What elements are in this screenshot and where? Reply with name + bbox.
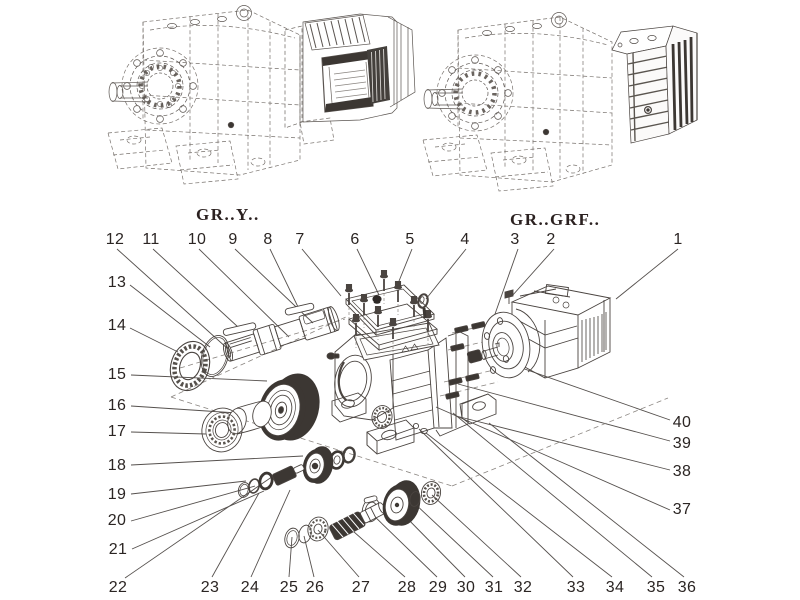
svg-text:1: 1: [673, 231, 682, 248]
svg-text:33: 33: [567, 579, 585, 596]
svg-text:25: 25: [280, 579, 298, 596]
svg-text:22: 22: [109, 579, 127, 596]
svg-text:39: 39: [673, 435, 691, 452]
svg-text:6: 6: [350, 231, 359, 248]
svg-text:3: 3: [510, 231, 519, 248]
svg-text:12: 12: [106, 231, 124, 248]
svg-text:27: 27: [352, 579, 370, 596]
svg-text:19: 19: [108, 486, 126, 503]
svg-text:14: 14: [108, 317, 126, 334]
svg-text:20: 20: [108, 512, 126, 529]
svg-text:GR..Y..: GR..Y..: [196, 205, 260, 224]
svg-text:23: 23: [201, 579, 219, 596]
svg-text:2: 2: [546, 231, 555, 248]
svg-text:10: 10: [188, 231, 206, 248]
svg-text:17: 17: [108, 423, 126, 440]
svg-text:40: 40: [673, 414, 691, 431]
svg-text:13: 13: [108, 274, 126, 291]
svg-text:GR..GRF..: GR..GRF..: [510, 210, 600, 229]
svg-text:24: 24: [241, 579, 259, 596]
svg-text:28: 28: [398, 579, 416, 596]
svg-text:26: 26: [306, 579, 324, 596]
svg-text:29: 29: [429, 579, 447, 596]
svg-text:4: 4: [460, 231, 469, 248]
svg-text:32: 32: [514, 579, 532, 596]
svg-text:15: 15: [108, 366, 126, 383]
svg-text:18: 18: [108, 457, 126, 474]
svg-text:5: 5: [405, 231, 414, 248]
svg-text:30: 30: [457, 579, 475, 596]
svg-text:35: 35: [647, 579, 665, 596]
svg-text:36: 36: [678, 579, 696, 596]
svg-text:34: 34: [606, 579, 624, 596]
svg-text:8: 8: [263, 231, 272, 248]
svg-text:11: 11: [142, 231, 159, 248]
svg-text:31: 31: [485, 579, 503, 596]
svg-text:37: 37: [673, 501, 691, 518]
svg-text:16: 16: [108, 397, 126, 414]
svg-text:9: 9: [228, 231, 237, 248]
svg-text:21: 21: [109, 541, 127, 558]
svg-text:38: 38: [673, 463, 691, 480]
svg-text:7: 7: [295, 231, 304, 248]
